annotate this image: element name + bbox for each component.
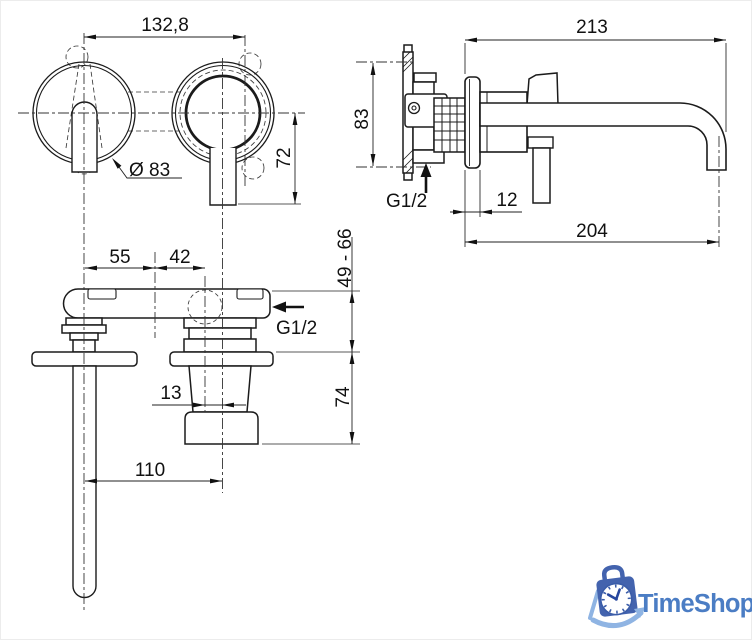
dim-mid-offset: 42 [169,247,190,268]
brand-logo: TimeShop [588,564,752,629]
dim-inlet-spacing: 83 [352,108,373,129]
dimensions-side: 213 83 G1/2 12 204 [352,17,726,245]
centerlines [18,33,720,610]
cartridge-ring3 [183,338,257,353]
dimensions-plan: 55 42 49 - 66 74 G1/2 13 110 [85,228,356,484]
dim-overall-projection: 213 [576,17,608,38]
handle-lever-front [71,101,98,173]
spout-side [479,102,727,171]
fixing-screw [407,101,421,115]
dim-spout-reach: 204 [576,221,608,242]
bag-handle [601,564,625,581]
fixing-screw-center [411,105,417,111]
handle-stick-side [532,147,551,204]
handle-tube-plan [72,365,97,599]
cartridge-cup [184,411,259,445]
dim-mounting-depth-range: 49 - 66 [335,228,356,287]
handle-boss-side [527,136,554,149]
thread-label-side: G1/2 [386,191,427,212]
dimensions-front: 132,8 Ø 83 72 [84,15,298,204]
valve-top-step [413,72,437,83]
front-view [32,61,275,206]
handle-flange-plan [31,351,138,367]
dim-body-height: 74 [333,386,354,408]
shopping-bag-icon [596,564,638,617]
dim-centers-distance: 110 [135,460,165,481]
dim-handle-offset: 55 [109,247,130,268]
extension-lines [238,43,727,445]
thread-label-plan: G1/2 [276,318,317,339]
valve-foot [412,149,445,164]
dim-plate-thickness: 12 [496,190,517,211]
brand-text: TimeShop [638,590,752,618]
logo-slash-accent [588,589,600,620]
swoosh-arrow-icon [590,610,644,629]
set-screw-left [87,288,117,300]
wall-plate-side [464,76,481,169]
mixer-lever-side [526,72,559,106]
plan-view [31,288,274,599]
spout-tube-front-fill [210,148,236,205]
clock-icon [599,582,633,616]
cartridge-ring2 [188,327,252,340]
spout-flange-plan [169,351,274,367]
dim-escutcheon-diameter: Ø 83 [129,160,170,181]
spout-tube-front [209,148,237,206]
swoosh-arrowhead [634,607,646,618]
side-view [402,44,727,204]
dim-centers-spacing: 132,8 [141,15,189,36]
cartridge-ring1 [183,317,257,329]
dim-handle-drop: 72 [274,147,295,168]
set-screw-right [236,288,264,300]
dim-outlet-offset: 13 [160,383,181,404]
